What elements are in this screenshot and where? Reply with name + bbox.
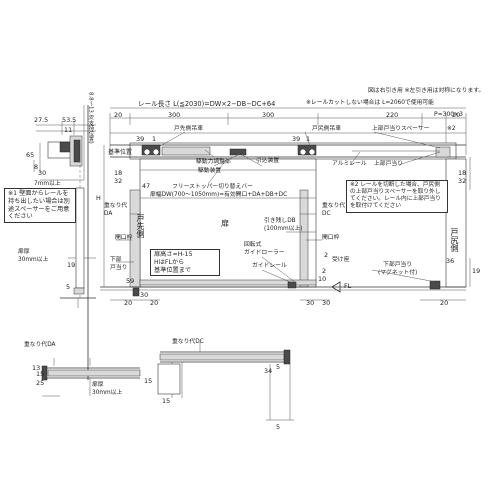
dim-bvl-1: 15 (36, 370, 45, 378)
dim-rv-3: 19 (472, 267, 481, 275)
dim-rb-1: 30 (306, 299, 315, 307)
label-pull-margin: 引き残しDB (100mm以上) (264, 218, 303, 232)
dim-bvm: 15 (144, 377, 153, 385)
label-guide-rail: ガイドレール (252, 263, 287, 269)
dim-tl-v1: 65 (26, 151, 35, 159)
label-lower-stop-left: 下部 戸当り (110, 257, 128, 271)
section-view-top-left (33, 105, 96, 380)
dim-lv-2: 32 (114, 177, 123, 185)
door-height-text: 扉高さ=H-15 HはFLから 基準位置まで (154, 251, 193, 274)
plan-view-left (41, 358, 141, 397)
label-frame-left: 開口枠 (115, 235, 133, 241)
dim-rv-2: 32 (458, 177, 467, 185)
dim-bvr-3: 5 (276, 423, 281, 431)
rail-length-formula: レール長さ L(≦2030)=DW×2−DB−DC+64 (138, 100, 276, 108)
label-door-width: 扉幅DW(700〜1050mm)=有効開口+DA+DB+DC (150, 192, 288, 198)
dim-bl-2: 30 (140, 291, 149, 299)
dim-rb-3: 20 (440, 299, 449, 307)
dim-lv-3: 47 (142, 182, 151, 190)
dim-r2-2: 1 (152, 135, 157, 143)
dim-bl-3: 20 (150, 299, 159, 307)
note2-text: ※2 レールを切断した場合、戸尻側の上部戸当りスペーサーを取り外してください。レ… (350, 182, 441, 210)
label-note2-ref: ※2 (447, 126, 456, 132)
label-overlap-dc-bottom: 重なり代DC (172, 339, 204, 345)
dim-bvr-1: 5 (276, 363, 281, 371)
dim-bl-1: 20 (124, 299, 133, 307)
label-drive-device: 駆動装置 (198, 168, 222, 174)
dim-tl-1: 27.5 (34, 116, 49, 124)
label-draw-device: 引込装置 (256, 158, 280, 164)
dim-top-4: 220 (386, 111, 399, 119)
dim-tl-v3: 30 (38, 169, 47, 177)
front-view (100, 107, 471, 301)
dim-rv-4: 36 (446, 257, 455, 265)
dim-rb-2: 30 (322, 299, 331, 307)
plan-view-right (157, 342, 294, 421)
label-free-stopper: フリーストッパー切り替えバー (172, 184, 253, 190)
dim-rv-1: 18 (458, 169, 467, 177)
label-tip-hanger: 戸先側吊車 (174, 126, 203, 132)
note2-box: ※2 レールを切断した場合、戸尻側の上部戸当りスペーサーを取り外してください。レ… (346, 180, 448, 213)
note1-box: ※1 壁面からレールを持ち出したい場合は別途スペーサーをご用意ください (4, 188, 76, 223)
label-reference-position: 基準位置 (108, 149, 133, 156)
dim-lv-1: 18 (114, 169, 123, 177)
top-note: 図は右引き用 ※左引き用は対称になります。 (368, 88, 485, 94)
label-overlap-da: 重なり代 DA (104, 203, 128, 217)
label-upper-stop: 上部戸当り (374, 161, 403, 167)
dim-mb-1: 2 (324, 251, 329, 259)
label-drive-bracket: 駆動力調整部 (196, 159, 231, 165)
dim-tl-v2: 8 (34, 163, 39, 171)
pitch-label: P=300×3 (434, 111, 463, 118)
label-door: 扉 (221, 219, 229, 228)
label-tail-hanger: 戸尻側吊車 (312, 126, 341, 132)
label-overlap-dc: 重なり代 DC (322, 203, 346, 217)
dim-tl-2: 53.5 (62, 116, 77, 124)
label-min7: 7mm以上 (34, 181, 61, 187)
label-lower-stop-right: 下部戸当り (マグネット付) (378, 262, 418, 276)
dim-bvl-3: 25 (36, 379, 45, 387)
dim-left-mid: 59 (126, 277, 135, 285)
dim-top-2: 300 (168, 111, 181, 119)
label-aluminum-rail: アルミレール (332, 161, 367, 167)
dim-mb-3: 10 (318, 275, 327, 283)
dim-r2-4: 1 (306, 135, 311, 143)
label-rotary-roller: 回転式 ガイドローラー (244, 242, 285, 256)
rail-uncut-note: ※レールカットしない場合は L=2060で使用可能 (306, 100, 434, 106)
door-height-box: 扉高さ=H-15 HはFLから 基準位置まで (150, 249, 220, 277)
dim-r2-3: 39 (292, 135, 301, 143)
dim-bv-small: 15 (162, 397, 171, 405)
note1-text: ※1 壁面からレールを持ち出したい場合は別途スペーサーをご用意ください (8, 190, 70, 221)
label-ceiling-note: 8.8〜13.8(支持位置) (87, 92, 94, 144)
label-frame-right: 開口枠 (322, 235, 340, 241)
dim-bvr-2: 34 (264, 367, 273, 375)
dim-bvl-2: 13 (32, 364, 41, 372)
dim-top-1: 20 (114, 111, 123, 119)
dim-lv2-1: 19 (67, 261, 76, 269)
label-receiver-seat: 受け座 (332, 257, 350, 263)
label-upper-stop-spacer: 上部戸当りスペーサー (372, 126, 430, 132)
label-h: H (96, 194, 101, 202)
label-thickness-bottom: 扉厚 30mm以上 (92, 382, 123, 396)
dim-r2-1: 39 (136, 135, 145, 143)
dim-top-5: 20 (452, 111, 461, 119)
dim-lv2-2: 5 (66, 283, 71, 291)
label-fl: FL (344, 282, 352, 290)
label-overlap-da-bottom: 重なり代DA (24, 342, 56, 348)
dim-mb-2: 2 (322, 267, 327, 275)
label-tip-side: 戸先側 (136, 214, 145, 238)
label-thickness-top: 扉厚 30mm以上 (18, 249, 49, 263)
dim-tl-mid: 11 (64, 126, 73, 134)
dim-top-3: 300 (262, 111, 275, 119)
label-tail-side: 戸尻側 (450, 228, 459, 252)
